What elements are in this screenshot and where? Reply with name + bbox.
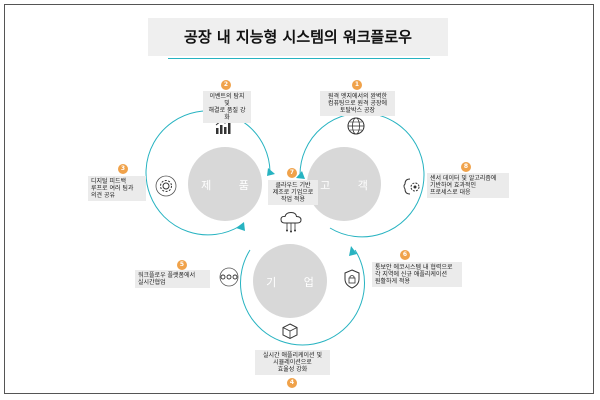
title-underline	[168, 58, 430, 59]
arc-product	[145, 110, 271, 236]
brain-gear-icon	[403, 178, 420, 195]
step-badge-6: 6	[400, 250, 410, 260]
arrowhead	[236, 222, 245, 231]
shield-icon	[344, 269, 360, 289]
circle-label-customer: 고 객	[320, 179, 380, 192]
arc-company	[240, 249, 365, 346]
step-label-7: 클라우드 기반 제조로 기업으로 작업 적용	[268, 180, 318, 205]
gear-icon	[160, 180, 172, 192]
step-label-3: 디지털 피드백 루프로 여러 팀과 의견 공유	[88, 176, 146, 201]
step-label-8: 센서 데이터 및 알고리즘에 기반하여 효과적인 프로세스로 대응	[427, 173, 509, 198]
step-label-4: 실시간 애플리케이션 및 시뮬레이션으로 효율성 강화	[255, 350, 330, 375]
circle-product	[188, 147, 262, 221]
step-badge-4: 4	[287, 378, 297, 388]
arc-customer	[299, 112, 425, 238]
step-badge-5: 5	[177, 260, 187, 270]
circle-label-company: 기 업	[266, 276, 326, 289]
box-icon	[282, 323, 298, 340]
page-title: 공장 내 지능형 시스템의 워크플로우	[184, 28, 412, 46]
arrowhead	[267, 168, 275, 176]
arrowhead	[349, 246, 357, 256]
cloud-icon	[280, 211, 302, 233]
step-badge-1: 1	[352, 80, 362, 90]
circle-label-product: 제 품	[201, 179, 261, 192]
arrowhead	[296, 171, 305, 179]
globe-icon	[347, 117, 365, 135]
step-badge-7: 7	[287, 168, 297, 178]
circle-company	[253, 244, 327, 318]
step-label-1: 원격 엣지에서의 완벽한 컴퓨팅으로 원격 공장에 토탈박스 공장	[320, 91, 395, 116]
icon-ring	[219, 267, 239, 287]
workflow-icon	[220, 274, 238, 280]
step-badge-8: 8	[461, 162, 471, 172]
title-box	[148, 18, 448, 56]
icon-ring	[155, 175, 177, 197]
step-label-5: 워크플로우 플랫폼에서 실시간협업	[135, 270, 210, 288]
step-label-2: 이벤트의 탐지 및 해결로 품질 강화	[203, 91, 251, 123]
step-badge-3: 3	[118, 164, 128, 174]
step-label-6: 통보안 에코시스템 내 협력으로 각 지역에 신규 애플리케이션 원활하게 적용	[372, 262, 462, 287]
circle-customer	[307, 147, 381, 221]
step-badge-2: 2	[221, 80, 231, 90]
